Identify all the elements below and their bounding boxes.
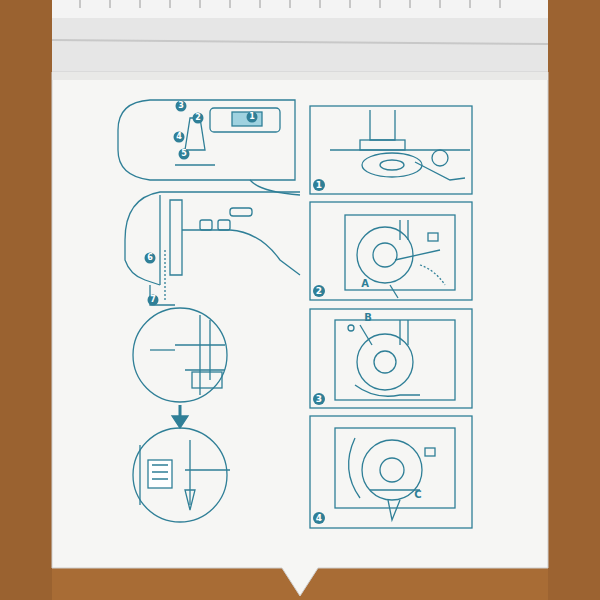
step-number-holder: 4 [316,514,322,523]
part-letter-holder: C [414,490,421,500]
callout-number: 6 [147,253,153,262]
callout-number: 1 [249,112,255,121]
callout-number-holder: 2 [195,114,201,122]
part-letter: B [364,312,372,323]
step-number: 1 [316,180,322,190]
callout-number: 3 [178,101,184,110]
callout-number: 7 [150,295,156,304]
part-letter-holder: A [361,279,369,289]
callout-number-holder: 1 [249,113,255,121]
step-number-holder: 3 [316,395,322,404]
callout-number: 2 [195,113,201,122]
part-letter: A [361,278,369,289]
step-number: 4 [316,513,322,523]
callout-number-holder: 6 [147,254,153,262]
callout-number-holder: 7 [150,296,156,304]
step-number: 2 [316,286,322,296]
step-number: 3 [316,394,322,404]
callout-number-holder: 3 [178,102,184,110]
callout-number: 5 [181,149,187,158]
callout-number: 4 [176,132,182,141]
step-number-holder: 1 [316,181,322,190]
step-number-holder: 2 [316,287,322,296]
callout-number-holder: 4 [176,133,182,141]
part-letter: C [414,489,421,500]
callout-number-holder: 5 [181,150,187,158]
part-letter-holder: B [364,313,372,323]
